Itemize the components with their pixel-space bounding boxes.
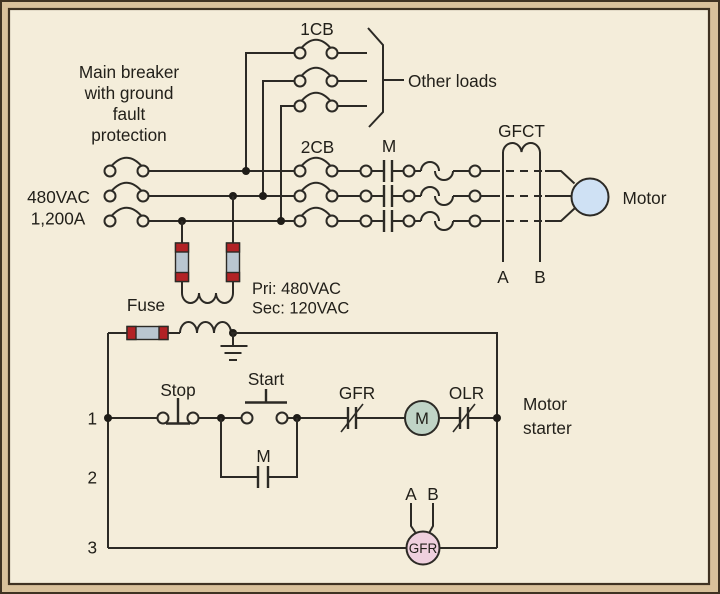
- start-label: Start: [248, 369, 285, 389]
- main-breaker-note-line2: with ground: [84, 83, 174, 103]
- motor-starter-label-line2: starter: [523, 418, 572, 438]
- gfr-coil-symbol: [405, 530, 441, 566]
- stop-pushbutton-symbol: [156, 398, 200, 425]
- control-circuit-rails: [107, 332, 498, 548]
- m-power-contacts-label: M: [382, 136, 396, 156]
- other-loads-bracket: [367, 27, 404, 128]
- control-fuse-symbol: [108, 325, 180, 341]
- m-aux-contact-branch: [220, 418, 298, 488]
- olr-nc-contact-symbol: [452, 403, 476, 433]
- main-breaker-note-line3: fault: [113, 104, 146, 124]
- breaker-1cb-symbol: [242, 38, 367, 225]
- control-fuse-label: Fuse: [127, 295, 165, 315]
- main-breaker-symbol: [103, 156, 150, 228]
- m-coil-symbol: [404, 400, 440, 436]
- gfr-nc-contact-symbol: [340, 403, 364, 433]
- m-aux-contact-label: M: [256, 446, 270, 466]
- gfr-coil-label: GFR: [409, 541, 438, 556]
- motor-symbol: [570, 177, 610, 217]
- gfct-symbol: [502, 142, 541, 262]
- gfct-terminal-b-label: B: [534, 267, 545, 287]
- gfct-terminal-a-label: A: [497, 267, 509, 287]
- main-breaker-note-line4: protection: [91, 125, 166, 145]
- motor-starter-label-line1: Motor: [523, 394, 567, 414]
- control-transformer-symbol: [179, 292, 234, 334]
- start-pushbutton-symbol: [240, 389, 289, 425]
- gfct-dashed-phase-lines: [492, 170, 576, 222]
- overload-heater-symbols: [420, 161, 482, 231]
- rung-number-1: 1: [87, 409, 97, 429]
- gfct-label: GFCT: [498, 121, 545, 141]
- stop-label: Stop: [160, 380, 195, 400]
- transformer-secondary-label: Sec: 120VAC: [252, 300, 349, 318]
- canvas: [7, 7, 711, 586]
- rung-number-3: 3: [87, 538, 97, 558]
- olr-contact-label: OLR: [449, 383, 484, 403]
- supply-current-label: 1,200A: [31, 209, 86, 229]
- transformer-primary-label: Pri: 480VAC: [252, 280, 341, 298]
- breaker-2cb-label: 2CB: [301, 137, 334, 157]
- breaker-1cb-label: 1CB: [300, 19, 333, 39]
- gfr-coil-terminal-b-label: B: [427, 484, 438, 504]
- motor-label: Motor: [623, 188, 667, 208]
- gfr-coil-terminal-a-label: A: [405, 484, 417, 504]
- three-phase-lines: [148, 170, 492, 222]
- m-power-contacts: [359, 160, 416, 232]
- gfr-contact-label: GFR: [339, 383, 375, 403]
- rung-number-2: 2: [87, 468, 97, 488]
- m-coil-label: M: [415, 410, 429, 428]
- other-loads-label: Other loads: [408, 71, 497, 91]
- primary-fuse-right: [225, 192, 241, 293]
- supply-voltage-label: 480VAC: [27, 187, 90, 207]
- main-breaker-note-line1: Main breaker: [79, 62, 180, 82]
- primary-fuse-left: [174, 217, 190, 293]
- breaker-2cb-symbol: [293, 156, 339, 228]
